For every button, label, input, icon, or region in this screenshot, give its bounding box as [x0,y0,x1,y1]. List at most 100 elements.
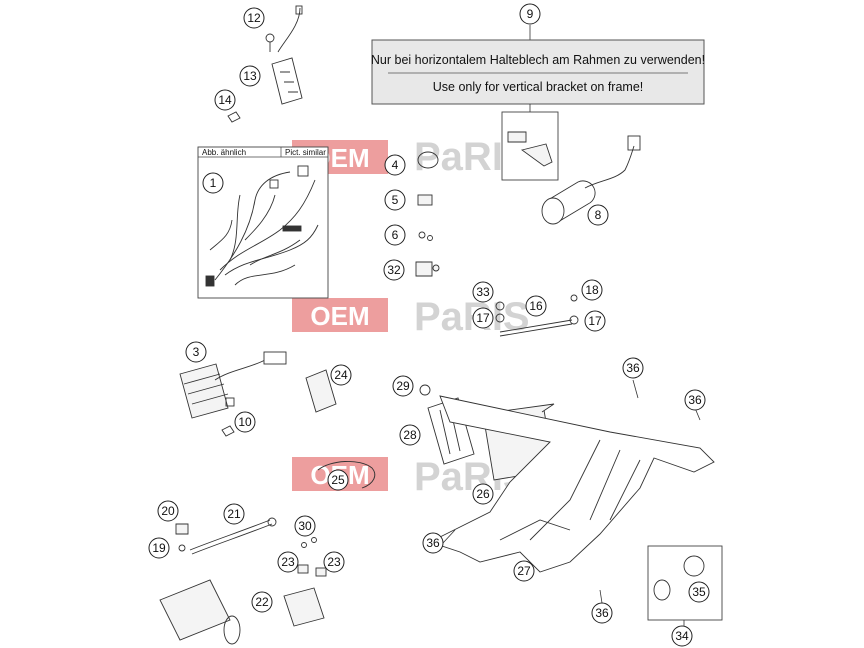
svg-text:OEM: OEM [310,301,369,331]
note-german: Nur bei horizontalem Halteblech am Rahme… [371,53,705,67]
callout-3: 3 [185,341,207,363]
callout-28: 28 [399,424,421,446]
part-battery-box-28 [428,395,715,573]
callout-36: 36 [591,602,613,624]
callout-label: 26 [476,487,490,501]
part-bolt-29 [419,384,431,396]
callout-label: 8 [595,208,602,222]
callout-6: 6 [384,224,406,246]
part-cap-12 [265,5,303,53]
callout-10: 10 [234,411,256,433]
callout-label: 36 [688,393,702,407]
callout-14: 14 [214,89,236,111]
wiring-harness [205,165,319,287]
part-35 [653,555,705,601]
part-relay-22 [283,587,325,627]
part-32 [415,261,440,277]
callout-36: 36 [622,357,644,379]
callout-34: 34 [671,625,693,647]
callout-label: 9 [527,7,534,21]
callout-9: 9 [519,3,541,25]
callout-26: 26 [472,483,494,505]
part-regulator-3 [179,351,287,419]
svg-text:PaRIS: PaRIS [414,295,530,339]
part-19 [178,544,186,552]
callout-5: 5 [384,189,406,211]
note-english: Use only for vertical bracket on frame! [433,80,644,94]
callout-label: 19 [152,541,166,555]
callout-label: 33 [476,285,490,299]
callout-23: 23 [323,551,345,573]
part-23 [297,564,327,577]
inset-label-left: Abb. ähnlich [202,148,246,157]
callout-label: 24 [334,368,348,382]
inset-box: Abb. ähnlich Pict. similar [197,146,329,299]
watermark-2: OEM PaRIS [292,295,530,339]
callout-13: 13 [239,65,261,87]
part-bolt-14 [227,111,241,123]
part-6 [418,231,433,241]
note-box: Nur bei horizontalem Halteblech am Rahme… [371,39,705,105]
callout-label: 22 [255,595,269,609]
part-cable-21 [189,517,277,555]
callout-label: 16 [529,299,543,313]
callout-label: 23 [281,555,295,569]
callout-label: 17 [476,311,490,325]
callout-32: 32 [383,259,405,281]
callout-label: 34 [675,629,689,643]
callout-label: 5 [392,193,399,207]
callout-label: 35 [692,585,706,599]
callout-33: 33 [472,281,494,303]
part-bracket-13 [271,57,303,105]
part-30 [301,537,317,548]
callout-label: 27 [517,564,531,578]
part-cover-24 [305,369,337,413]
part-5 [417,194,433,206]
inset-label-right: Pict. similar [285,148,326,157]
callout-4: 4 [384,154,406,176]
part-20 [175,523,189,535]
callout-35: 35 [688,581,710,603]
callout-label: 30 [298,519,312,533]
callout-label: 29 [396,379,410,393]
callout-label: 10 [238,415,252,429]
callout-label: 21 [227,507,241,521]
callout-label: 13 [243,69,257,83]
callout-12: 12 [243,7,265,29]
callout-18: 18 [581,279,603,301]
callout-1: 1 [202,172,224,194]
part-capacitor-8 [541,135,641,225]
callout-label: 23 [327,555,341,569]
callout-label: 12 [247,11,261,25]
callout-16: 16 [525,295,547,317]
callout-label: 1 [210,176,217,190]
callout-36: 36 [422,532,444,554]
callout-label: 6 [392,228,399,242]
callout-30: 30 [294,515,316,537]
callout-label: 25 [331,473,345,487]
callout-8: 8 [587,204,609,226]
callout-label: 36 [595,606,609,620]
part-bolt-10 [221,425,235,437]
callout-17: 17 [472,307,494,329]
callout-label: 32 [387,263,401,277]
callout-21: 21 [223,503,245,525]
callout-36: 36 [684,389,706,411]
callout-label: 3 [193,345,200,359]
callout-20: 20 [157,500,179,522]
callout-19: 19 [148,537,170,559]
callout-label: 20 [161,504,175,518]
callout-25: 25 [327,469,349,491]
callout-label: 28 [403,428,417,442]
callout-label: 4 [392,158,399,172]
callout-label: 14 [218,93,232,107]
part-4 [417,151,439,169]
part-bolt-16 [495,294,579,337]
callout-label: 18 [585,283,599,297]
callout-22: 22 [251,591,273,613]
callout-label: 36 [426,536,440,550]
part-cable-25 [317,461,376,489]
callout-label: 17 [588,314,602,328]
